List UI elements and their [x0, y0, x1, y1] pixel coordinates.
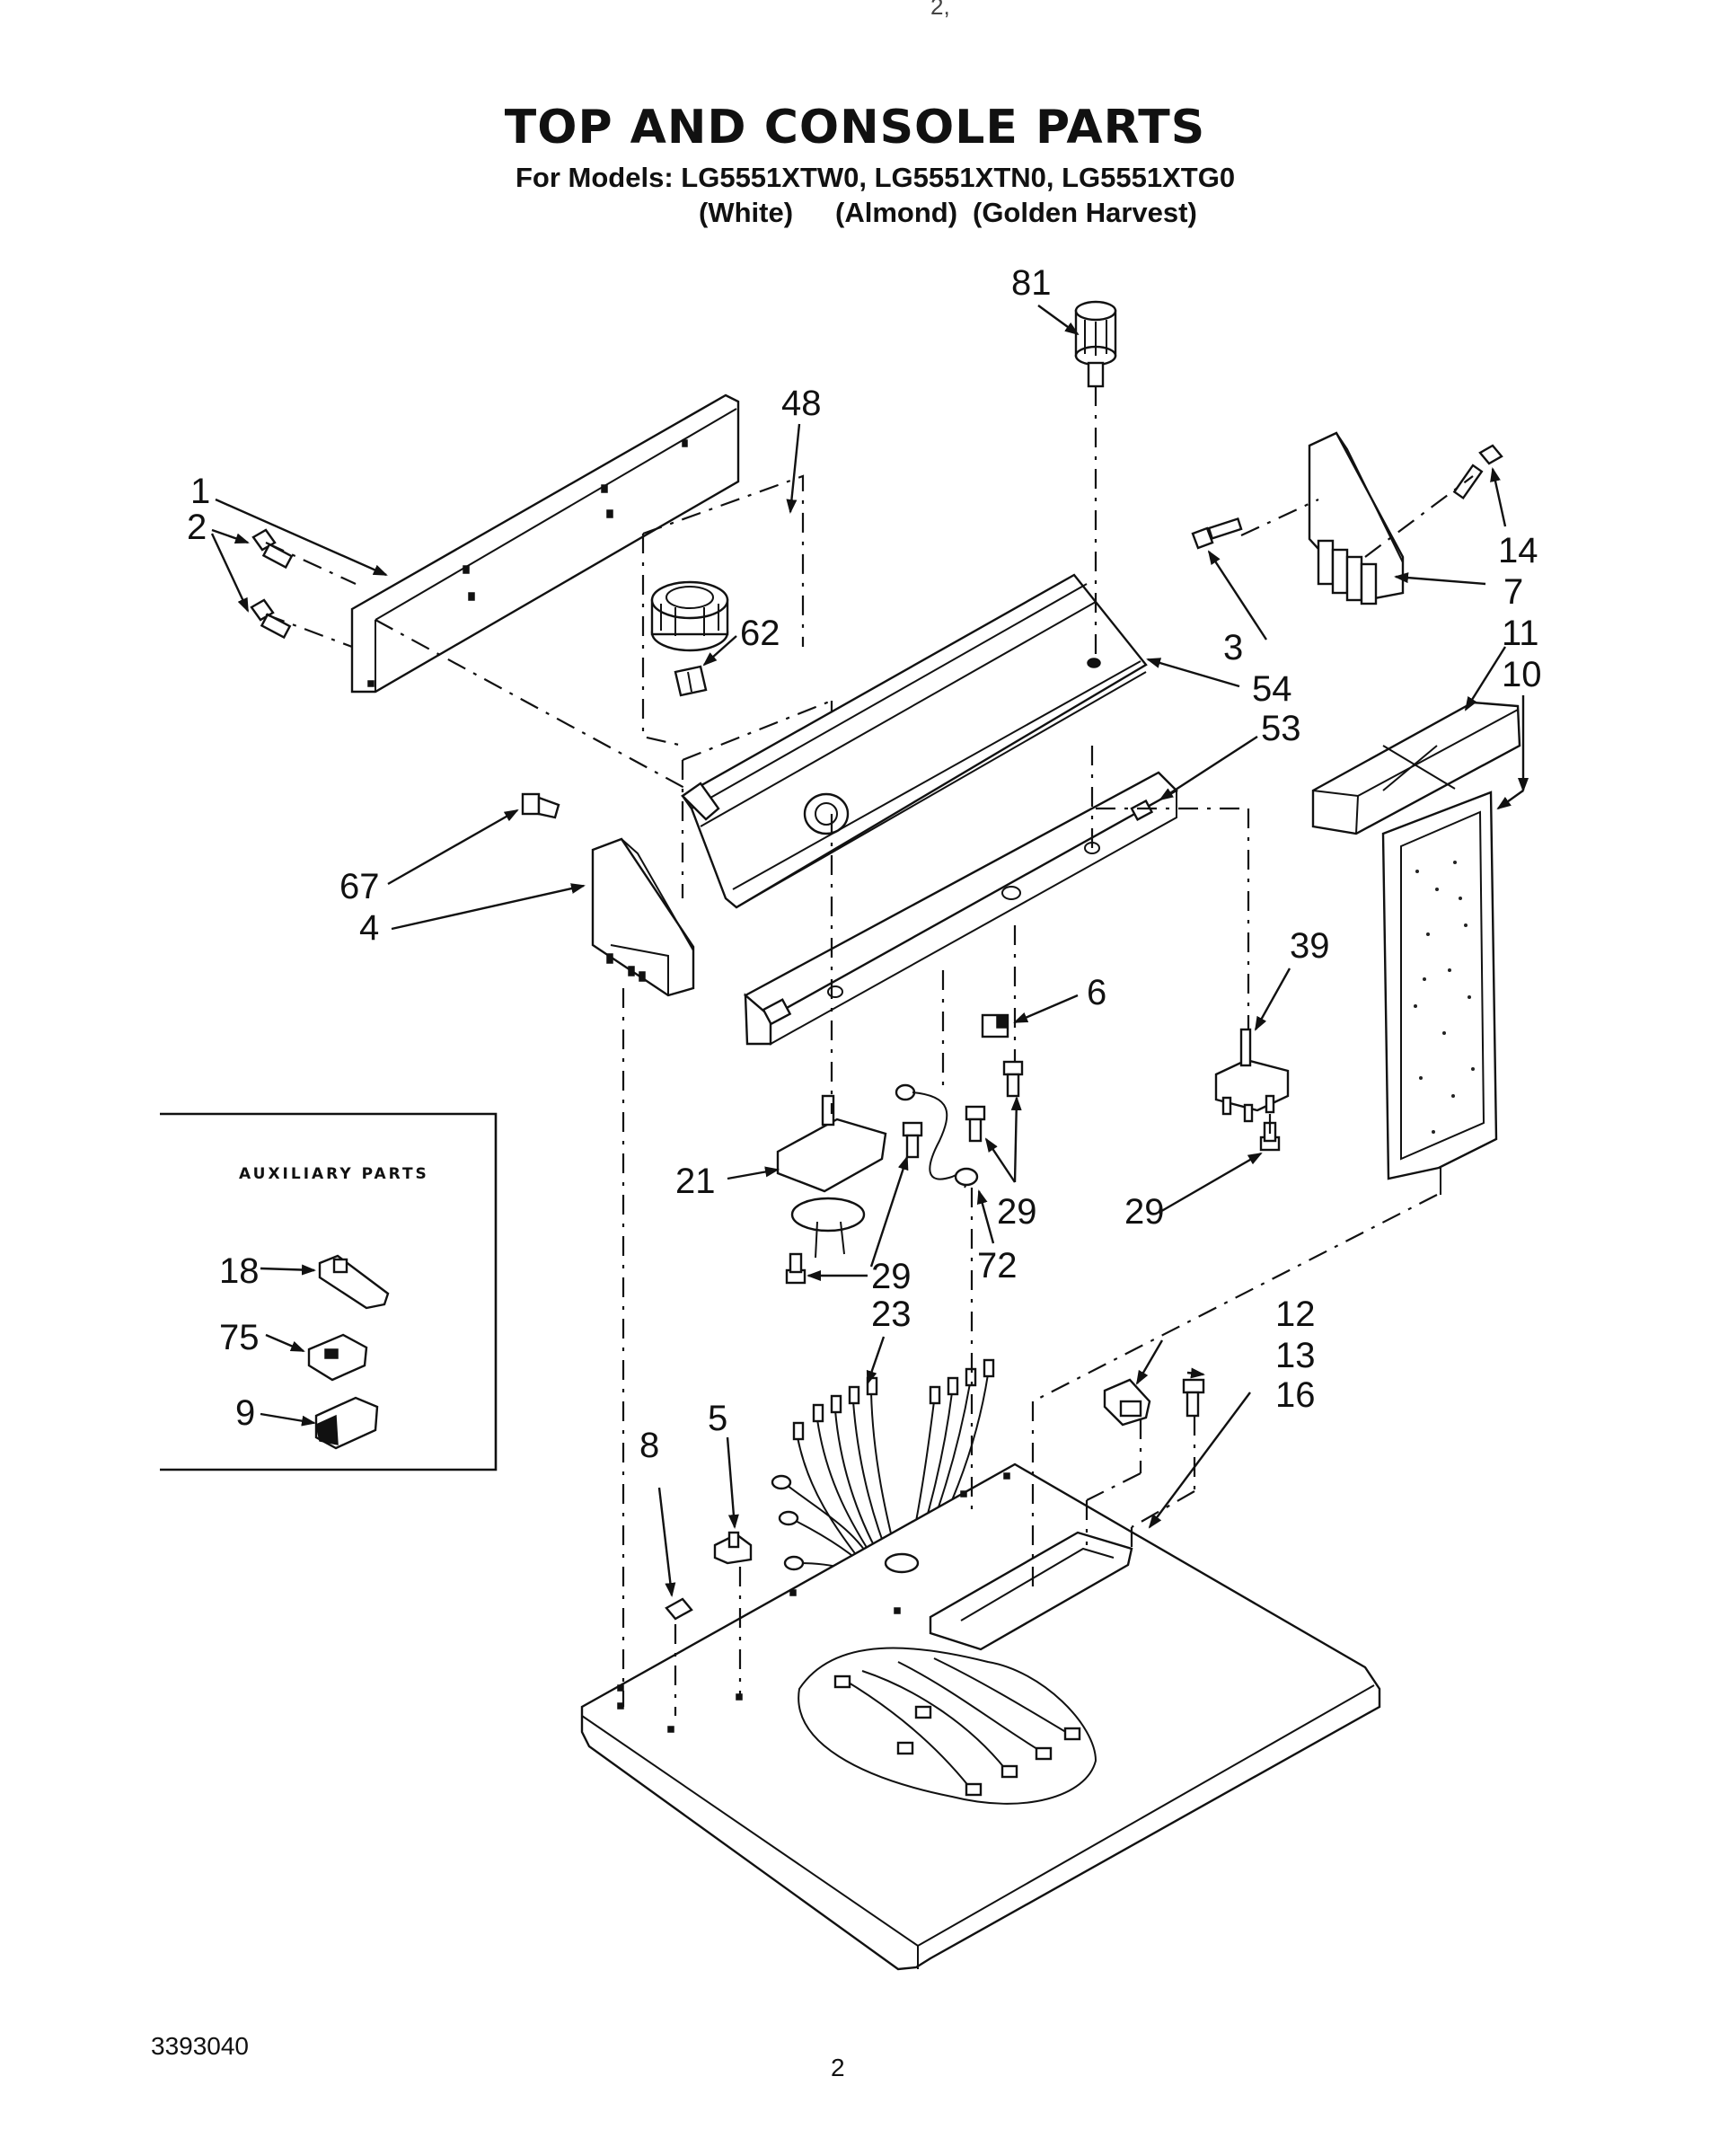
auxiliary-parts-title: AUXILIARY PARTS [239, 1165, 429, 1183]
callout-72: 72 [977, 1246, 1018, 1286]
callout-16: 16 [1275, 1375, 1316, 1415]
callout-labels: 1 2 3 4 5 6 7 8 9 10 11 12 13 14 16 18 2… [187, 263, 1542, 1465]
callout-23: 23 [871, 1294, 912, 1334]
part-67-clip [521, 792, 560, 819]
model-list: For Models: LG5551XTW0, LG5551XTN0, LG55… [516, 162, 1236, 193]
auxiliary-parts-box: AUXILIARY PARTS [160, 1112, 498, 1471]
callout-4: 4 [359, 908, 379, 948]
callout-2: 2 [187, 508, 207, 547]
callout-12: 12 [1275, 1294, 1316, 1334]
callout-10: 10 [1502, 655, 1542, 694]
callout-62: 62 [740, 614, 780, 653]
part-18-terminal [318, 1254, 390, 1310]
part-81-knob [1074, 300, 1117, 388]
part-8-clip [665, 1597, 693, 1621]
part-4-end-cap [591, 837, 695, 997]
callout-5: 5 [708, 1399, 727, 1438]
callout-54: 54 [1252, 669, 1292, 709]
callout-6: 6 [1087, 973, 1106, 1012]
part-13-screw [1182, 1378, 1205, 1418]
color-almond: (Almond) [835, 197, 958, 228]
page-corner-mark: 2, [930, 0, 950, 20]
callout-1: 1 [190, 472, 210, 511]
callout-18: 18 [219, 1251, 260, 1291]
part-1-rear-panel [350, 393, 740, 694]
part-12-bracket [1103, 1378, 1151, 1427]
callout-67: 67 [339, 867, 380, 906]
part-54-console [681, 573, 1148, 909]
callout-29-c: 29 [871, 1257, 912, 1296]
callout-21: 21 [675, 1162, 716, 1201]
part-9-connector [314, 1396, 379, 1450]
callout-7: 7 [1503, 572, 1523, 612]
callout-75: 75 [219, 1318, 260, 1357]
callout-11: 11 [1502, 614, 1539, 653]
part-29-screws [785, 1060, 1281, 1285]
part-14-screw [1452, 444, 1503, 500]
document-number: 3393040 [151, 2032, 250, 2060]
part-75-connector [307, 1333, 368, 1382]
color-white: (White) [699, 197, 794, 228]
part-62-knob [650, 580, 729, 697]
assembly-lines [265, 386, 1474, 1716]
color-golden-harvest: (Golden Harvest) [973, 197, 1197, 228]
leader-arrows [210, 305, 1529, 1597]
part-3-screw [1191, 517, 1243, 550]
callout-53: 53 [1261, 709, 1301, 748]
part-53-control-panel [743, 771, 1178, 1046]
page-number: 2 [831, 2054, 845, 2081]
part-5-clip [713, 1531, 753, 1565]
part-21-timer [776, 1094, 887, 1259]
callout-13: 13 [1275, 1336, 1316, 1375]
part-72-ground-wire [895, 1083, 979, 1188]
page-title: TOP AND CONSOLE PARTS [504, 101, 1206, 155]
part-6-clip [981, 1013, 1009, 1038]
callout-3: 3 [1223, 628, 1243, 667]
dryer-top-panel [580, 1462, 1381, 1971]
callout-29-b: 29 [1124, 1192, 1165, 1232]
callout-39: 39 [1290, 926, 1330, 966]
part-10-lint-screen [1381, 791, 1498, 1195]
callout-48: 48 [781, 384, 822, 423]
callout-14: 14 [1498, 531, 1538, 570]
callout-8: 8 [639, 1426, 659, 1465]
callout-29-a: 29 [997, 1192, 1037, 1232]
part-7-terminal-block [1308, 431, 1405, 605]
callout-81: 81 [1011, 263, 1052, 303]
part-39-switch [1214, 1028, 1290, 1123]
callout-9: 9 [235, 1393, 255, 1433]
